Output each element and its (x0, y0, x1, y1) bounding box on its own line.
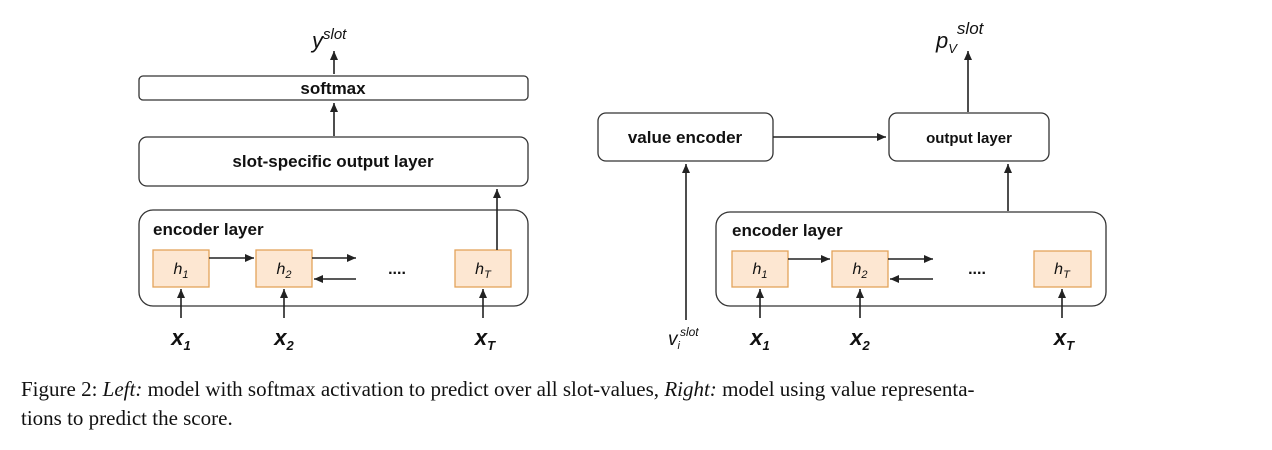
right-v-label: vislot (668, 325, 699, 352)
left-hT-box (454, 249, 512, 288)
right-encoder-layer-label: encoder layer (732, 221, 843, 240)
right-h2-label: h2 (852, 261, 867, 281)
left-h1-label: h1 (173, 261, 188, 281)
right-h1-label: h1 (752, 261, 767, 281)
left-h1-box (152, 249, 210, 288)
right-output-layer-box (888, 112, 1050, 162)
caption-prefix: Figure 2: (21, 377, 103, 401)
left-softmax-label: softmax (300, 79, 366, 98)
right-h1-box (731, 250, 789, 288)
left-h2-box (255, 249, 313, 288)
left-diagram: yslot softmax slot-specific output layer… (138, 26, 529, 353)
left-output-label: yslot (310, 26, 347, 53)
figure-diagram: yslot softmax slot-specific output layer… (138, 19, 1107, 353)
left-hT-label: hT (475, 261, 492, 281)
caption-right-text: model using value representa- (716, 377, 975, 401)
right-x2-label: x2 (849, 325, 870, 353)
right-output-layer-label: output layer (926, 130, 1012, 147)
right-hT-box (1033, 250, 1092, 288)
left-ellipsis: .... (388, 261, 406, 278)
left-h2-label: h2 (276, 261, 291, 281)
figure-caption: Figure 2: Left: model with softmax activ… (21, 375, 1246, 433)
right-hT-label: hT (1054, 261, 1071, 281)
left-slot-output-layer-label: slot-specific output layer (232, 152, 434, 171)
right-ellipsis: .... (968, 261, 986, 278)
right-h2-box (831, 250, 889, 288)
right-x1-label: x1 (749, 325, 769, 353)
right-xT-label: xT (1053, 325, 1075, 353)
caption-line2: tions to predict the score. (21, 406, 233, 430)
right-output-label: pVslot (935, 19, 985, 56)
left-encoder-layer-label: encoder layer (153, 220, 264, 239)
caption-left-text: model with softmax activation to predict… (142, 377, 665, 401)
left-slot-output-layer-box (138, 136, 529, 187)
left-xT-label: xT (474, 325, 496, 353)
left-x2-label: x2 (273, 325, 294, 353)
caption-left-label: Left: (102, 377, 143, 401)
caption-right-label: Right: (664, 377, 717, 401)
right-diagram: pVslot value encoder output layer encode… (597, 19, 1107, 353)
left-softmax-box (138, 75, 529, 101)
right-value-encoder-label: value encoder (628, 128, 743, 147)
left-x1-label: x1 (170, 325, 190, 353)
